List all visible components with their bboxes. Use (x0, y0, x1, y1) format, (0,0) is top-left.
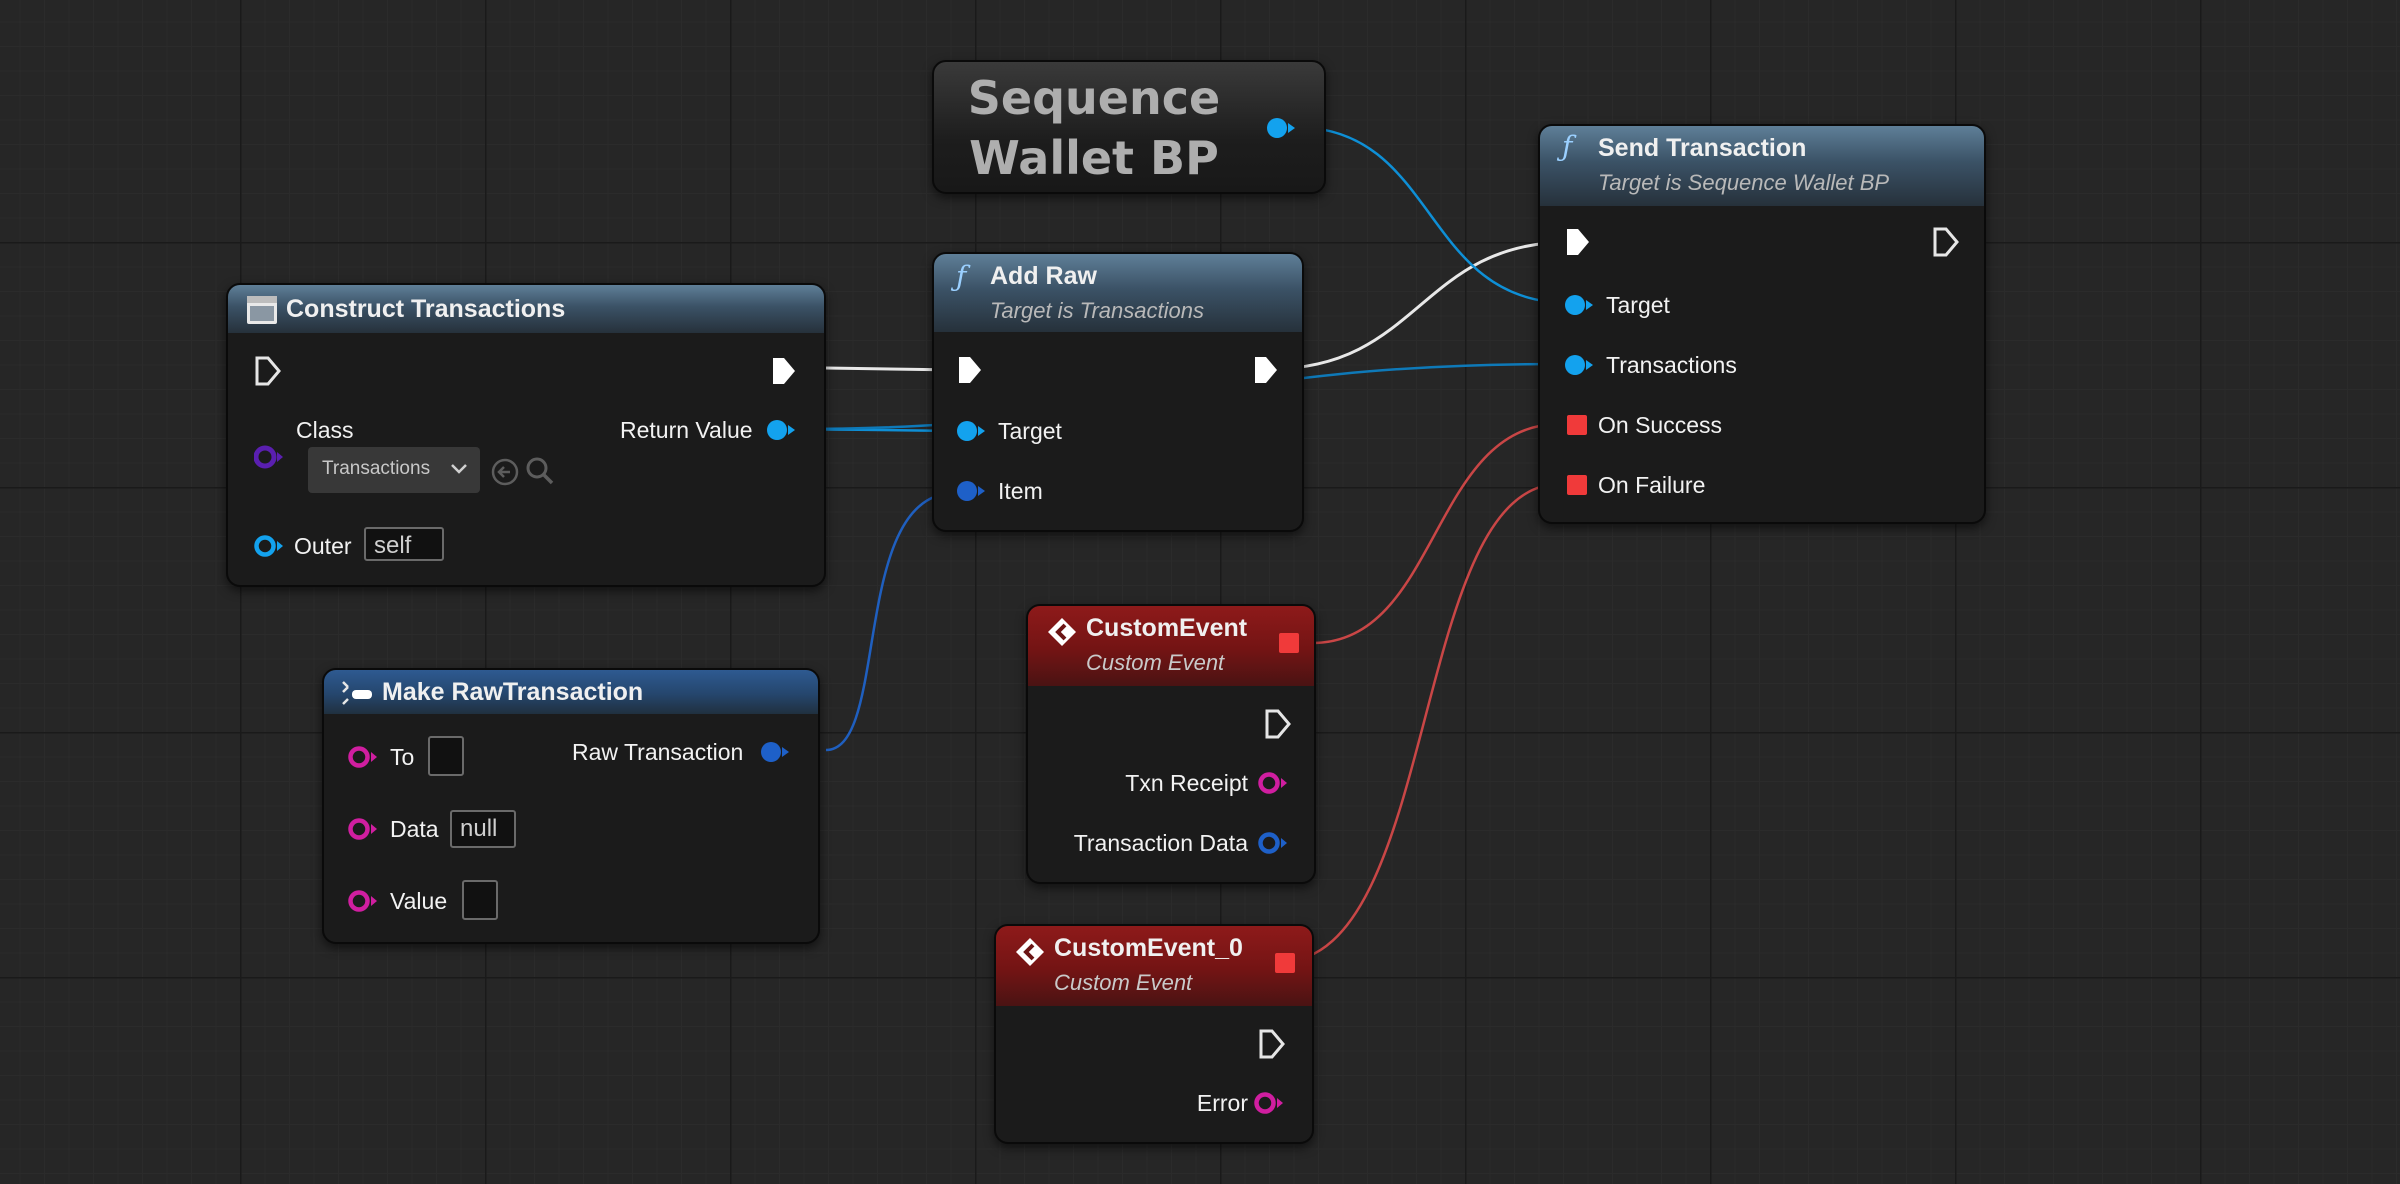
raw-transaction-output-pin[interactable] (760, 740, 792, 764)
add-raw-item-label: Item (998, 478, 1043, 504)
outer-pin[interactable] (254, 534, 286, 558)
on-failure-label: On Failure (1598, 472, 1706, 498)
custom-event-icon (1016, 938, 1044, 966)
wire-rawtxn-to-item (825, 491, 956, 752)
sequence-wallet-title: Sequence Wallet BP (967, 71, 1221, 185)
exec-wire-addraw-to-send (1269, 240, 1571, 371)
chevron-down-icon (451, 464, 467, 474)
function-icon: ƒ (1562, 130, 1573, 163)
to-label: To (390, 744, 415, 770)
wire-customevent0-to-onfailure (1279, 482, 1561, 964)
value-input[interactable] (462, 880, 498, 920)
send-exec-out[interactable] (1932, 226, 1960, 258)
transaction-data-label: Transaction Data (1073, 830, 1248, 856)
return-value-label: Return Value (620, 417, 753, 443)
return-value-pin[interactable] (766, 418, 798, 442)
add-raw-target-label: Target (998, 418, 1062, 444)
send-target-label: Target (1606, 292, 1670, 318)
add-raw-target-pin[interactable] (956, 419, 988, 443)
raw-transaction-output-label: Raw Transaction (572, 739, 744, 765)
add-raw-exec-out[interactable] (1252, 354, 1280, 386)
custom-event-0-delegate-pin[interactable] (1274, 952, 1296, 974)
send-target-pin[interactable] (1564, 293, 1596, 317)
wire-customevent-to-onsuccess (1311, 422, 1561, 645)
construct-exec-in[interactable] (254, 355, 282, 387)
use-selected-asset-icon[interactable] (490, 457, 520, 487)
outer-label: Outer (294, 533, 352, 559)
class-select[interactable]: Transactions (308, 447, 480, 493)
construct-exec-out[interactable] (770, 355, 798, 387)
construct-transactions-title: Construct Transactions (286, 295, 566, 323)
error-pin[interactable] (1254, 1091, 1286, 1115)
to-pin[interactable] (348, 745, 380, 769)
value-pin[interactable] (348, 889, 380, 913)
txn-receipt-label: Txn Receipt (1125, 770, 1248, 796)
custom-event-0-node[interactable]: CustomEvent_0 Custom Event Error (994, 924, 1314, 1144)
custom-event-node[interactable]: CustomEvent Custom Event Txn Receipt Tra… (1026, 604, 1316, 884)
add-raw-subtitle: Target is Transactions (990, 298, 1204, 323)
wire-wallet-to-target (1293, 125, 1571, 305)
outer-input[interactable]: self (364, 527, 444, 561)
custom-event-icon (1048, 618, 1076, 646)
make-raw-transaction-node[interactable]: Make RawTransaction To Raw Transaction D… (322, 668, 820, 944)
data-pin[interactable] (348, 817, 380, 841)
function-icon: ƒ (956, 260, 967, 293)
send-transactions-label: Transactions (1606, 352, 1737, 378)
wallet-output-pin[interactable] (1266, 117, 1298, 139)
custom-event-0-exec-out[interactable] (1258, 1028, 1286, 1060)
make-raw-transaction-title: Make RawTransaction (382, 678, 644, 706)
custom-event-title: CustomEvent (1086, 614, 1248, 642)
add-raw-exec-in[interactable] (956, 354, 984, 386)
sequence-wallet-node[interactable]: Sequence Wallet BP (932, 60, 1326, 194)
send-transaction-node[interactable]: ƒ Send Transaction Target is Sequence Wa… (1538, 124, 1986, 524)
custom-event-0-title: CustomEvent_0 (1054, 934, 1243, 962)
class-pin[interactable] (254, 445, 286, 469)
make-struct-icon (342, 681, 372, 705)
data-label: Data (390, 816, 439, 842)
to-input[interactable] (428, 736, 464, 776)
on-success-pin[interactable] (1566, 414, 1588, 436)
custom-event-delegate-pin[interactable] (1278, 632, 1300, 654)
add-raw-title: Add Raw (990, 262, 1097, 290)
construct-icon (247, 296, 277, 324)
transaction-data-pin[interactable] (1258, 831, 1290, 855)
send-exec-in[interactable] (1564, 226, 1592, 258)
send-transaction-subtitle: Target is Sequence Wallet BP (1598, 170, 1890, 195)
custom-event-exec-out[interactable] (1264, 708, 1292, 740)
value-label: Value (390, 888, 448, 914)
send-transaction-title: Send Transaction (1598, 134, 1807, 162)
send-transactions-pin[interactable] (1564, 353, 1596, 377)
on-failure-pin[interactable] (1566, 474, 1588, 496)
custom-event-0-subtitle: Custom Event (1054, 970, 1193, 995)
add-raw-node[interactable]: ƒ Add Raw Target is Transactions Target … (932, 252, 1304, 532)
class-select-value: Transactions (322, 458, 431, 479)
error-label: Error (1196, 1090, 1248, 1116)
on-success-label: On Success (1598, 412, 1722, 438)
class-label: Class (296, 417, 354, 443)
data-input[interactable]: null (450, 810, 516, 848)
txn-receipt-pin[interactable] (1258, 771, 1290, 795)
construct-transactions-node[interactable]: Construct Transactions Class Transaction… (226, 283, 826, 587)
add-raw-item-pin[interactable] (956, 479, 988, 503)
custom-event-subtitle: Custom Event (1086, 650, 1225, 675)
browse-icon[interactable] (524, 455, 556, 489)
